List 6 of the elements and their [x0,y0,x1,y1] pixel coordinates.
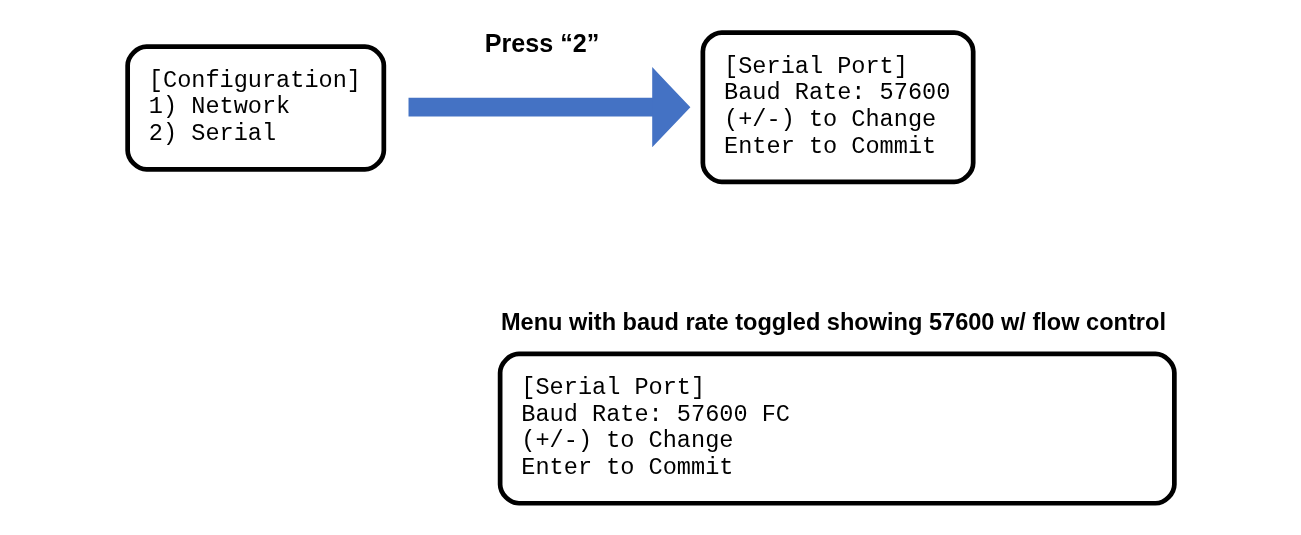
node-box: [Serial Port] Baud Rate: 57600 FC (+/-) to Change Enter to Commit [497,351,1177,506]
edge-label: Press “2” [484,28,599,57]
arrow [408,67,690,148]
node-box: [Configuration] 1) Network 2) Serial [124,44,386,172]
node-label: Menu with baud rate toggled showing 57600 w/ flow control [500,308,1166,335]
node-box: [Serial Port] Baud Rate: 57600 (+/-) to Change Enter to Commit [700,30,976,185]
